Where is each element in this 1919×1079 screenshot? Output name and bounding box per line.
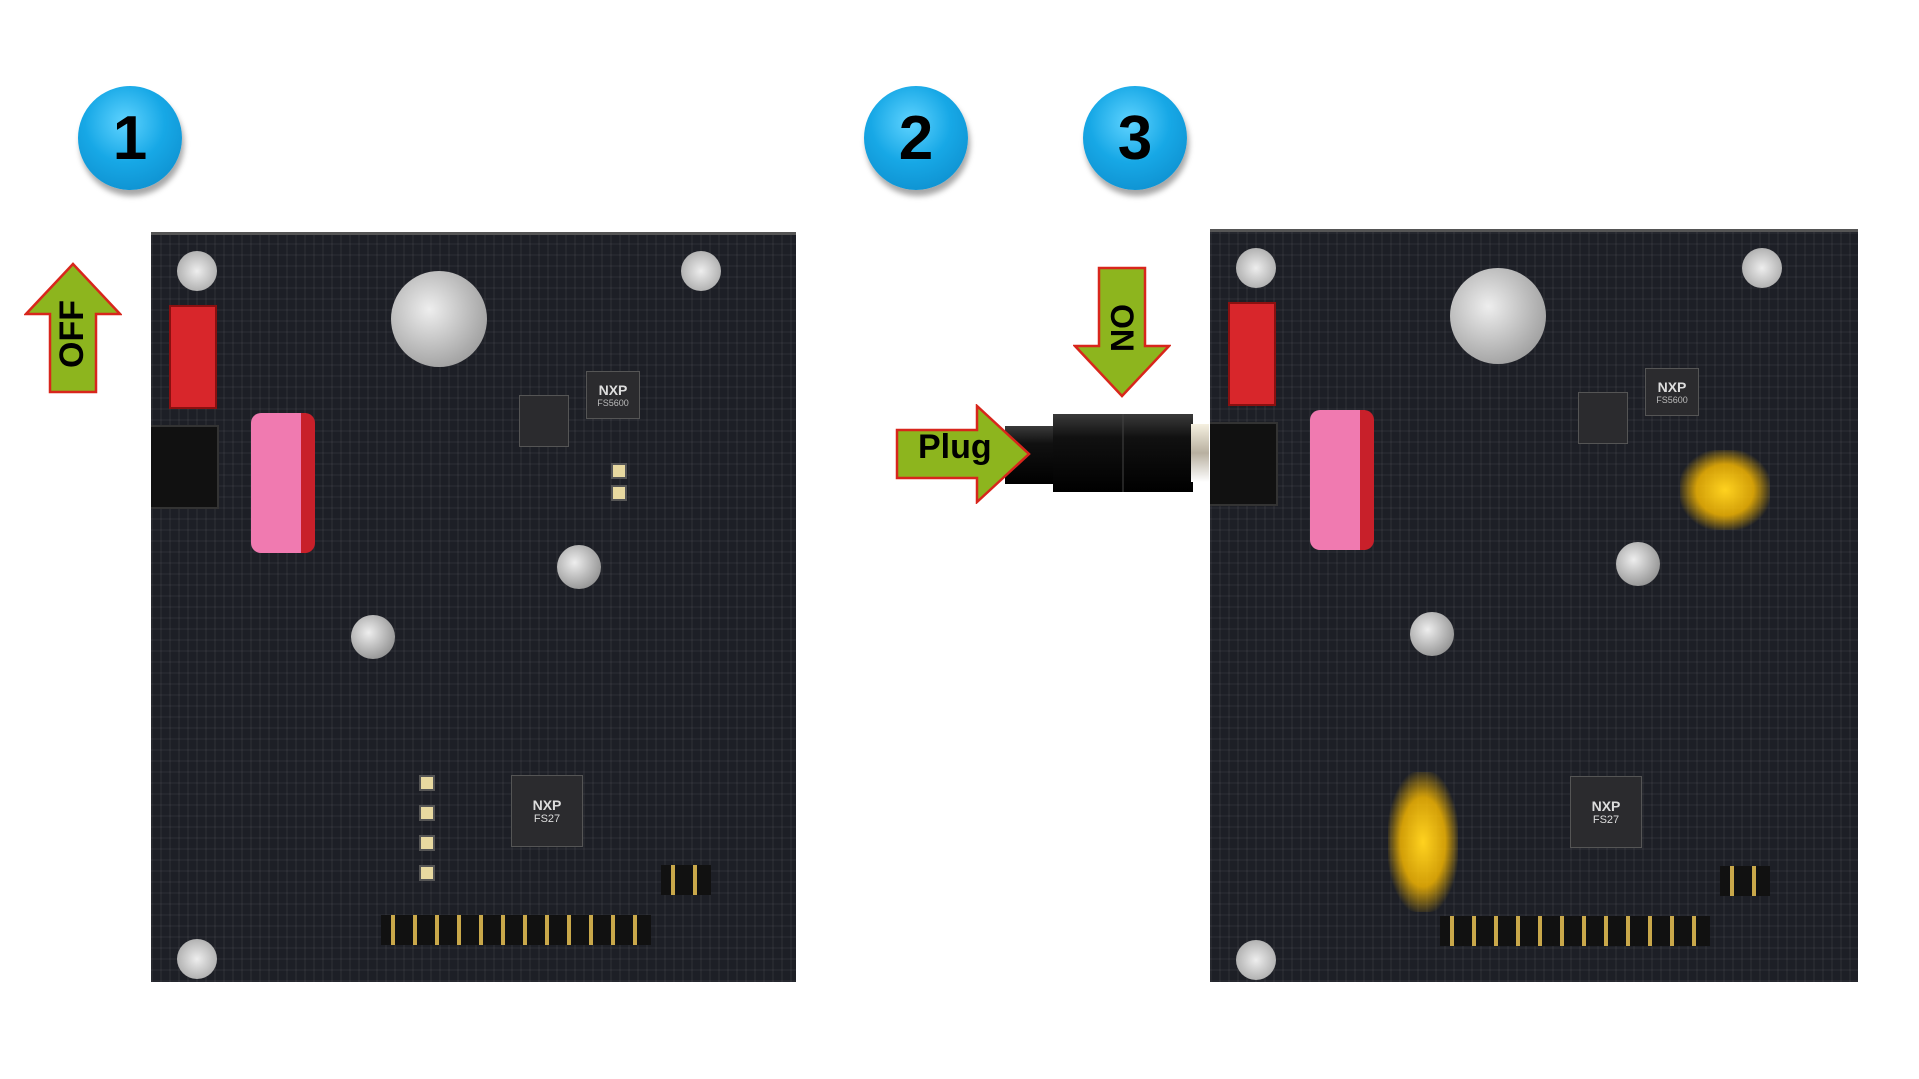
pad xyxy=(419,805,435,821)
step-2-badge: 2 xyxy=(864,86,968,190)
inductor xyxy=(1578,392,1628,444)
chip-label: FS5600 xyxy=(1656,395,1688,405)
pad xyxy=(419,835,435,851)
screw-icon xyxy=(177,939,217,979)
step-number: 1 xyxy=(112,103,148,173)
chip-label: FS5600 xyxy=(597,398,629,408)
power-plug-icon xyxy=(1005,414,1209,492)
plug-label: Plug xyxy=(918,428,992,466)
fuse xyxy=(1310,410,1374,550)
step-number: 2 xyxy=(898,103,934,173)
pin-header xyxy=(661,865,711,895)
chip-brand: NXP xyxy=(1657,379,1687,395)
pad xyxy=(611,463,627,479)
pin-header xyxy=(1440,916,1710,946)
capacitor xyxy=(557,545,601,589)
screw-icon xyxy=(1742,248,1782,288)
pad xyxy=(611,485,627,501)
chip-brand: NXP xyxy=(598,382,628,398)
inductor xyxy=(519,395,569,447)
led-glow-status xyxy=(1680,450,1770,530)
step-3-badge: 3 xyxy=(1083,86,1187,190)
power-jack[interactable] xyxy=(1210,422,1278,506)
chip-label: FS27 xyxy=(1592,814,1620,826)
chip-brand: NXP xyxy=(1591,798,1621,814)
pad xyxy=(419,775,435,791)
pad xyxy=(419,865,435,881)
pin-header xyxy=(1720,866,1770,896)
on-label: ON xyxy=(1104,304,1140,352)
power-switch[interactable] xyxy=(1228,302,1276,406)
arrow-up-off-icon xyxy=(24,262,122,394)
capacitor xyxy=(1450,268,1546,364)
power-jack[interactable] xyxy=(151,425,219,509)
chip-label: FS27 xyxy=(533,813,561,825)
screw-icon xyxy=(177,251,217,291)
capacitor xyxy=(1616,542,1660,586)
screw-icon xyxy=(1236,248,1276,288)
pin-header xyxy=(381,915,651,945)
led-glow-bank xyxy=(1388,772,1458,912)
chip-brand: NXP xyxy=(532,797,562,813)
screw-icon xyxy=(681,251,721,291)
arrow-right-plug-icon xyxy=(895,404,1031,504)
capacitor xyxy=(351,615,395,659)
step-number: 3 xyxy=(1117,103,1153,173)
step-1-badge: 1 xyxy=(78,86,182,190)
power-switch[interactable] xyxy=(169,305,217,409)
screw-icon xyxy=(1236,940,1276,980)
capacitor xyxy=(1410,612,1454,656)
fuse xyxy=(251,413,315,553)
arrow-down-on-icon xyxy=(1073,266,1171,398)
capacitor xyxy=(391,271,487,367)
off-label: OFF xyxy=(53,300,91,368)
